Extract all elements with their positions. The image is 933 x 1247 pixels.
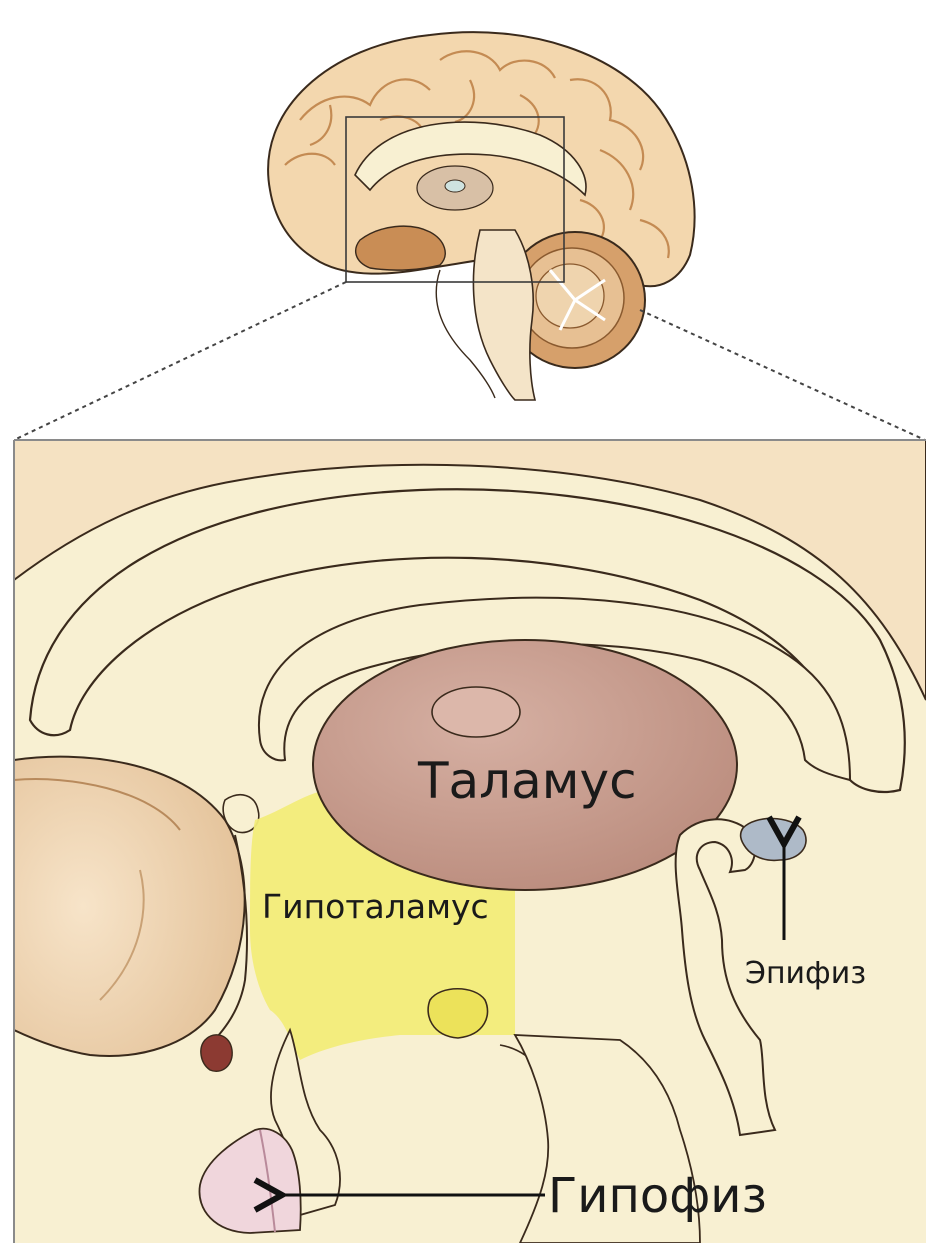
label-thalamus: Таламус [417, 752, 637, 810]
zoomed-section [14, 440, 926, 1243]
zoom-line-left [14, 282, 346, 440]
interthalamic-adhesion [432, 687, 520, 737]
brain-overview-illustration [268, 32, 694, 400]
label-hypophysis: Гипофиз [548, 1168, 767, 1224]
optic-chiasm [201, 1035, 232, 1072]
mammillary-body [428, 989, 487, 1038]
brain-stem [473, 230, 535, 400]
label-epiphysis: Эпифиз [745, 956, 866, 991]
label-hypothalamus: Гипоталамус [262, 887, 489, 926]
zoom-line-right [640, 310, 925, 440]
